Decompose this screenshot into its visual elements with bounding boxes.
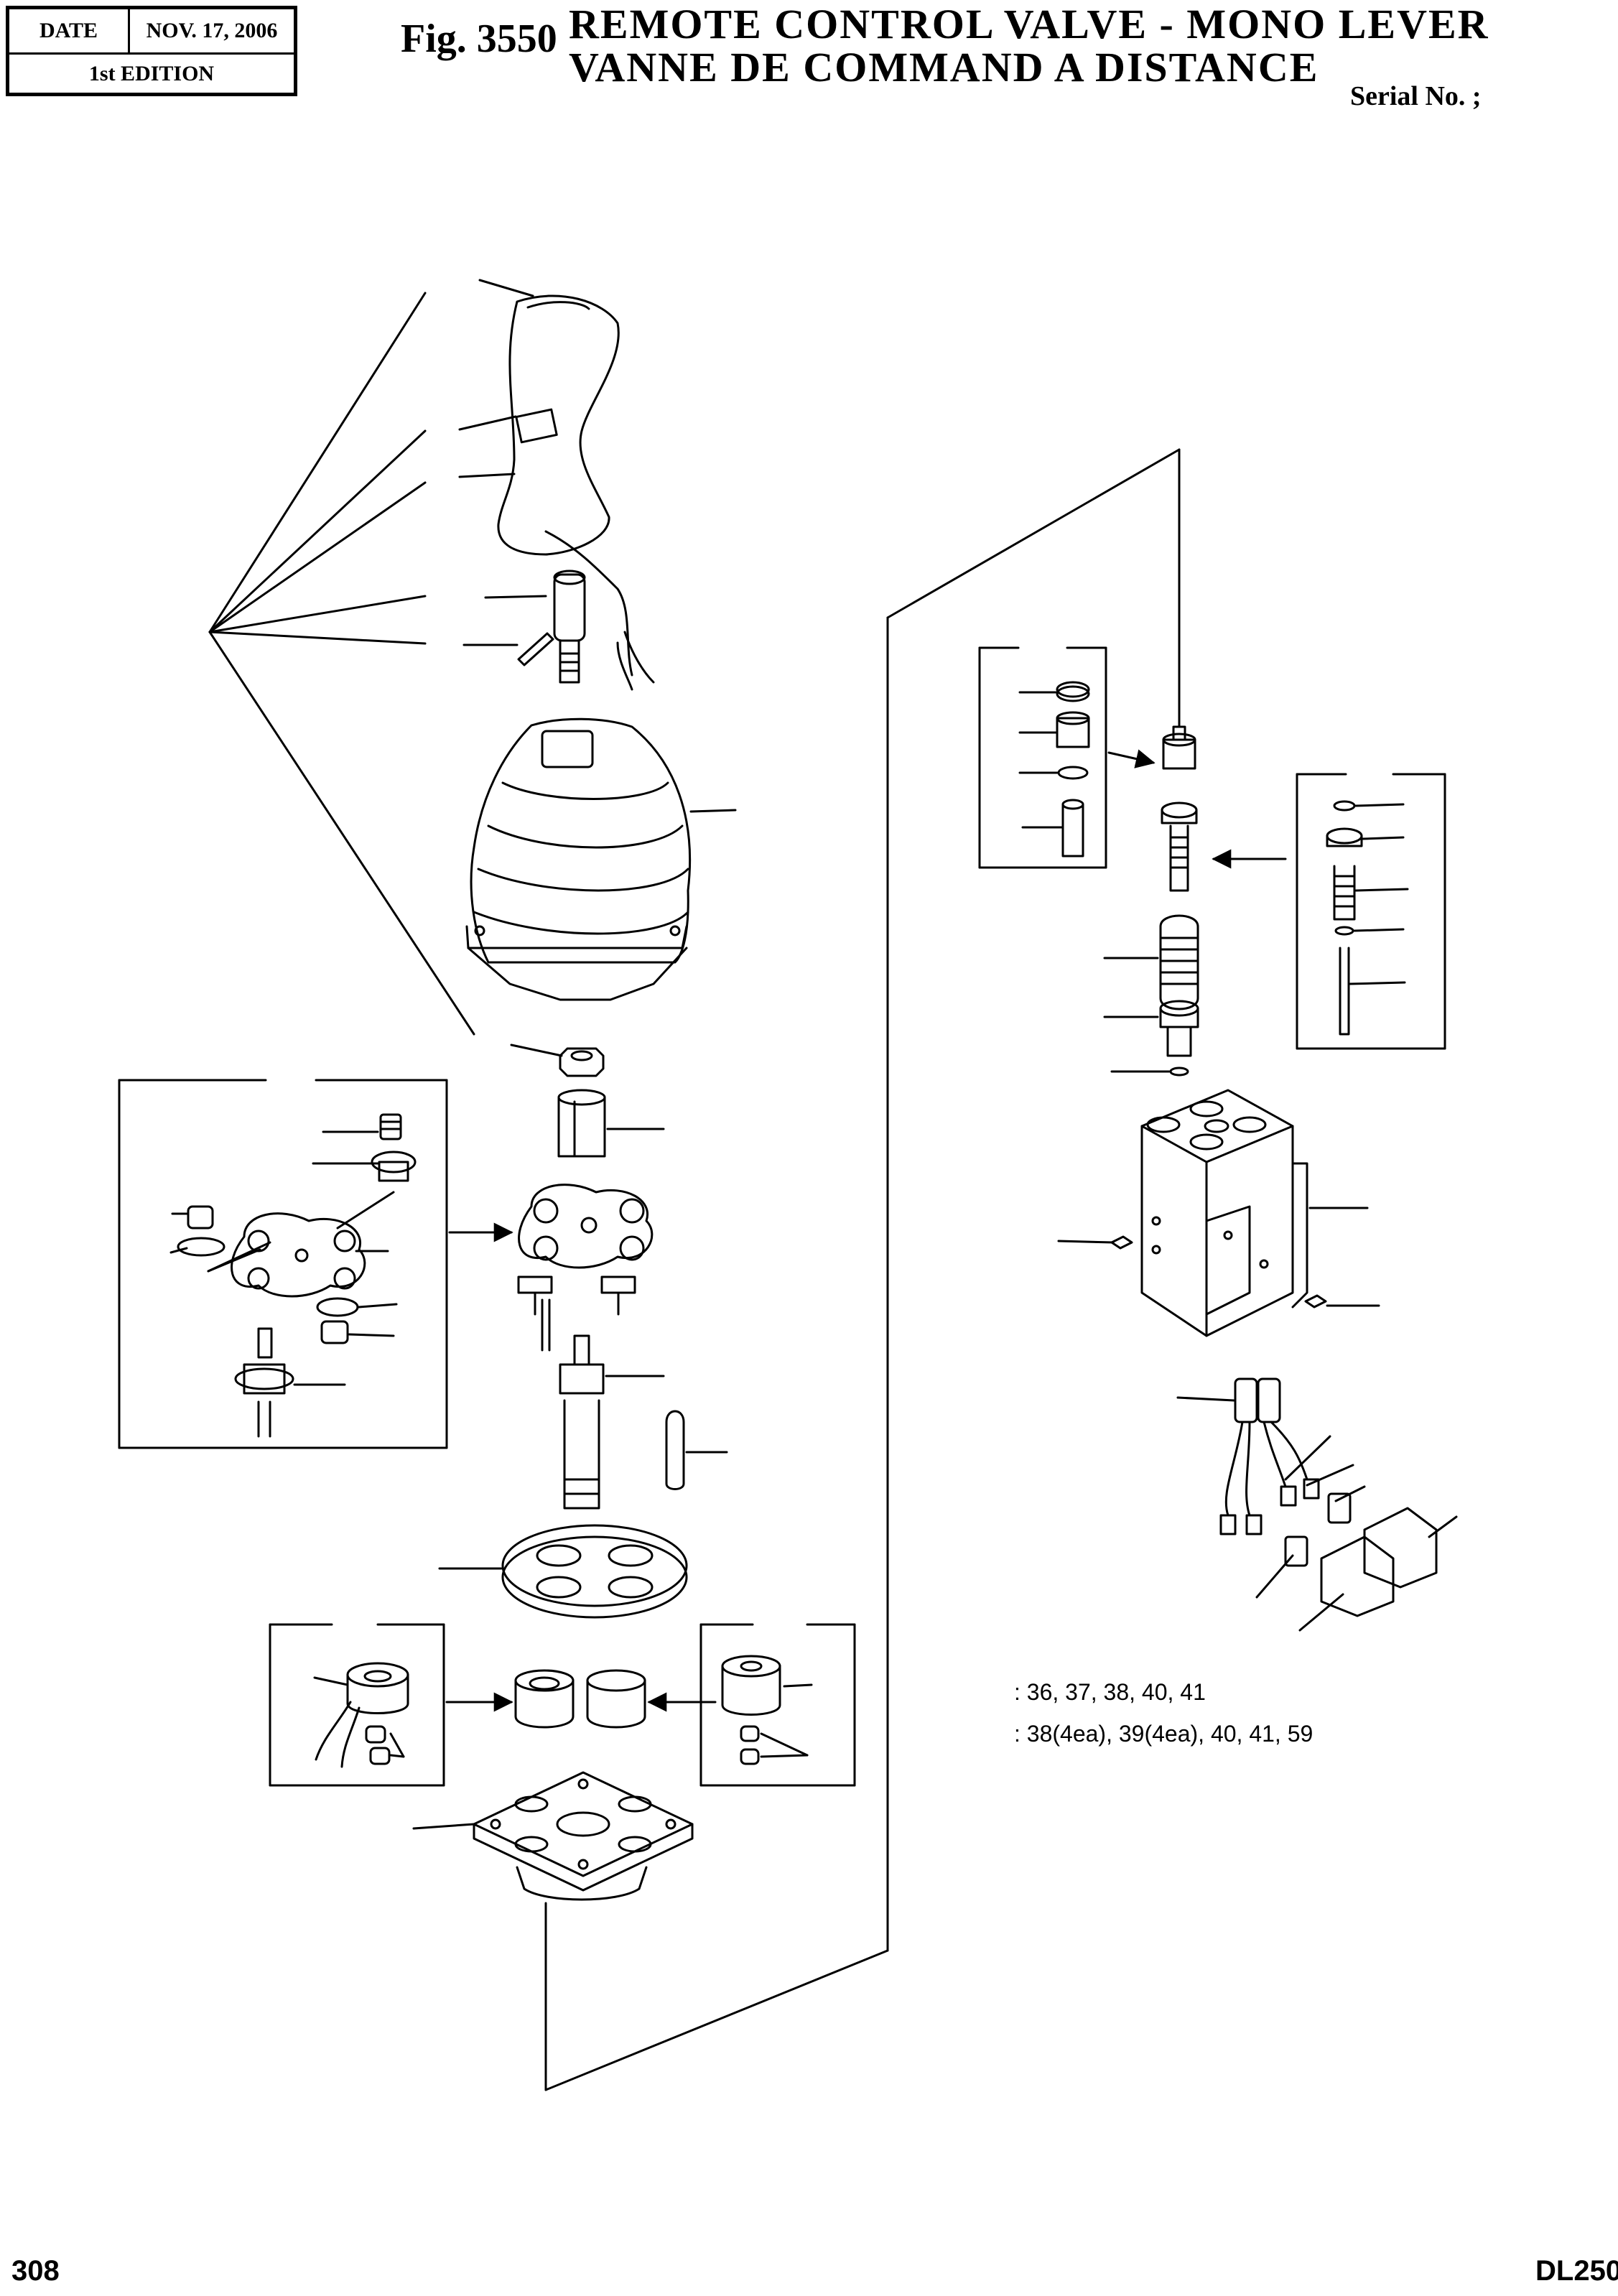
push-rod [560, 1336, 684, 1508]
edition-label: 1st EDITION [88, 61, 215, 85]
date-row: DATE NOV. 17, 2006 [9, 9, 294, 55]
detail-box-spring [1297, 774, 1445, 1049]
page-number: 308 [11, 2255, 60, 2287]
joystick-handle [498, 296, 654, 689]
leader-boot [691, 810, 735, 812]
rubber-boot [467, 719, 690, 1000]
date-label: DATE [9, 9, 130, 52]
valve-body [1112, 1090, 1326, 1336]
detail-box-piston [980, 648, 1106, 868]
hex-coupling [559, 1090, 605, 1156]
date-value: NOV. 17, 2006 [146, 19, 278, 42]
leader-base-plate [414, 1824, 474, 1828]
model-code: DL250 [1535, 2255, 1618, 2287]
page-title-english: REMOTE CONTROL VALVE - MONO LEVER [569, 1, 1489, 47]
date-edition-box: DATE NOV. 17, 2006 1st EDITION [6, 6, 297, 96]
leader-lines-handle [460, 280, 546, 645]
page-title-french: VANNE DE COMMAND A DISTANCE [569, 44, 1319, 90]
round-plate [503, 1525, 687, 1617]
leader-plug-left [1059, 1241, 1113, 1242]
piston-spring-stack [1161, 727, 1198, 1075]
lock-nut [560, 1049, 603, 1076]
wire-harness [1221, 1379, 1436, 1616]
detail-box-cap [701, 1625, 855, 1785]
leader-lines-harness [1178, 1398, 1456, 1630]
handle-shaft [519, 571, 585, 682]
leader-fan-lines [210, 293, 474, 1034]
seal-and-cap [516, 1670, 645, 1727]
serial-number-label: Serial No. ; [1350, 81, 1482, 111]
figure-number: Fig. 3550 [401, 17, 557, 61]
note-line-2: : 38(4ea), 39(4ea), 40, 41, 59 [1014, 1721, 1314, 1747]
cam-plate-assembly [519, 1185, 652, 1350]
detail-box-seal [270, 1625, 444, 1785]
arrow-to-piston [1109, 749, 1156, 768]
assembly-bracket-line [546, 450, 1179, 2090]
detail-box-cam-plate [119, 1080, 447, 1448]
base-plate [474, 1772, 692, 1900]
leader-nut [511, 1045, 562, 1056]
note-line-1: : 36, 37, 38, 40, 41 [1014, 1679, 1206, 1705]
